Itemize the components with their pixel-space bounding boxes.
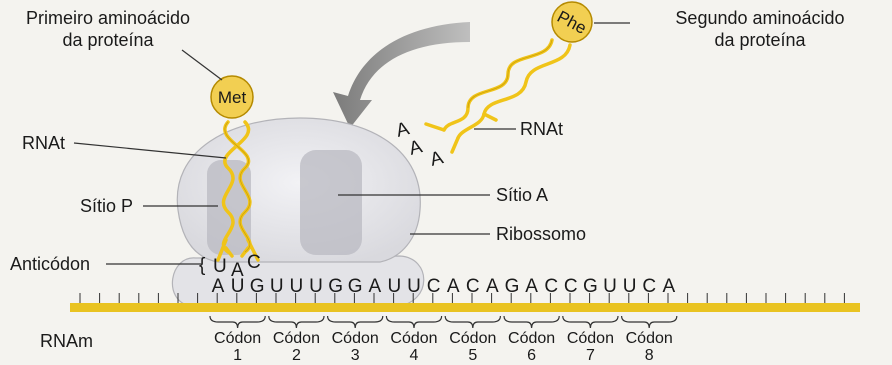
mrna-base: G <box>583 276 598 297</box>
codon-number: 8 <box>645 347 654 364</box>
codon-braces <box>210 316 677 328</box>
mrna-base: U <box>407 276 421 297</box>
incoming-anticodon-base-3: A <box>428 147 446 171</box>
mrna-base: C <box>427 276 441 297</box>
anticodon-base-1: U <box>213 256 227 277</box>
codon-label: Códon <box>508 330 555 347</box>
mrna-base: U <box>623 276 637 297</box>
mrna-base: A <box>486 276 499 297</box>
movement-arrow <box>333 22 470 128</box>
anticodon-label: Anticódon <box>10 254 90 274</box>
codon-number: 2 <box>292 347 301 364</box>
site-a-region <box>300 150 362 255</box>
mrna-base: A <box>662 276 675 297</box>
mrna-base: G <box>328 276 343 297</box>
mrna-base: A <box>525 276 538 297</box>
second-aa-label-line1: Segundo aminoácido <box>675 8 844 28</box>
mrna-label: RNAm <box>40 331 93 351</box>
site-a-label: Sítio A <box>496 185 548 205</box>
codon-labels: Códon1Códon2Códon3Códon4Códon5Códon6Códo… <box>214 330 673 364</box>
mrna-base: A <box>447 276 460 297</box>
codon-brace <box>445 316 500 328</box>
codon-label: Códon <box>390 330 437 347</box>
mrna-base: U <box>603 276 617 297</box>
first-aa-label-line1: Primeiro aminoácido <box>26 8 190 28</box>
ribosome-label: Ribossomo <box>496 224 586 244</box>
first-aa-pointer <box>182 50 222 80</box>
codon-number: 5 <box>468 347 477 364</box>
codon-brace <box>504 316 559 328</box>
codon-brace <box>622 316 677 328</box>
mrna-base: G <box>348 276 363 297</box>
mrna-base: A <box>368 276 381 297</box>
codon-label: Códon <box>449 330 496 347</box>
codon-number: 3 <box>351 347 360 364</box>
trna-left-label: RNAt <box>22 133 65 153</box>
codon-label: Códon <box>567 330 614 347</box>
site-p-label: Sítio P <box>80 196 133 216</box>
mrna-strand <box>70 303 860 312</box>
mrna-base: C <box>544 276 558 297</box>
codon-brace <box>269 316 324 328</box>
mrna-base: G <box>505 276 520 297</box>
mrna-base: U <box>290 276 304 297</box>
mrna-base: C <box>642 276 656 297</box>
mrna-base: U <box>309 276 323 297</box>
mrna-base: U <box>388 276 402 297</box>
codon-number: 4 <box>410 347 419 364</box>
site-p-region <box>207 160 251 255</box>
met-label: Met <box>218 88 247 107</box>
mrna-base: G <box>250 276 265 297</box>
mrna-base: A <box>212 276 225 297</box>
anticodon-base-3: C <box>247 252 261 273</box>
codon-label: Códon <box>332 330 379 347</box>
codon-number: 1 <box>233 347 242 364</box>
first-aa-label-line2: da proteína <box>62 30 154 50</box>
mrna-base: C <box>466 276 480 297</box>
anticodon-base-2: A <box>231 260 244 281</box>
codon-brace <box>328 316 383 328</box>
incoming-anticodon-base-2: A <box>407 136 425 160</box>
codon-brace <box>210 316 265 328</box>
second-aa-label-line2: da proteína <box>714 30 806 50</box>
codon-brace <box>386 316 441 328</box>
codon-number: 7 <box>586 347 595 364</box>
mrna-base: U <box>270 276 284 297</box>
codon-brace <box>563 316 618 328</box>
trna-right-label: RNAt <box>520 119 563 139</box>
codon-label: Códon <box>626 330 673 347</box>
codon-label: Códon <box>273 330 320 347</box>
anticodon-bracket: { <box>199 255 206 276</box>
codon-label: Códon <box>214 330 261 347</box>
codon-number: 6 <box>527 347 536 364</box>
mrna-base: C <box>564 276 578 297</box>
